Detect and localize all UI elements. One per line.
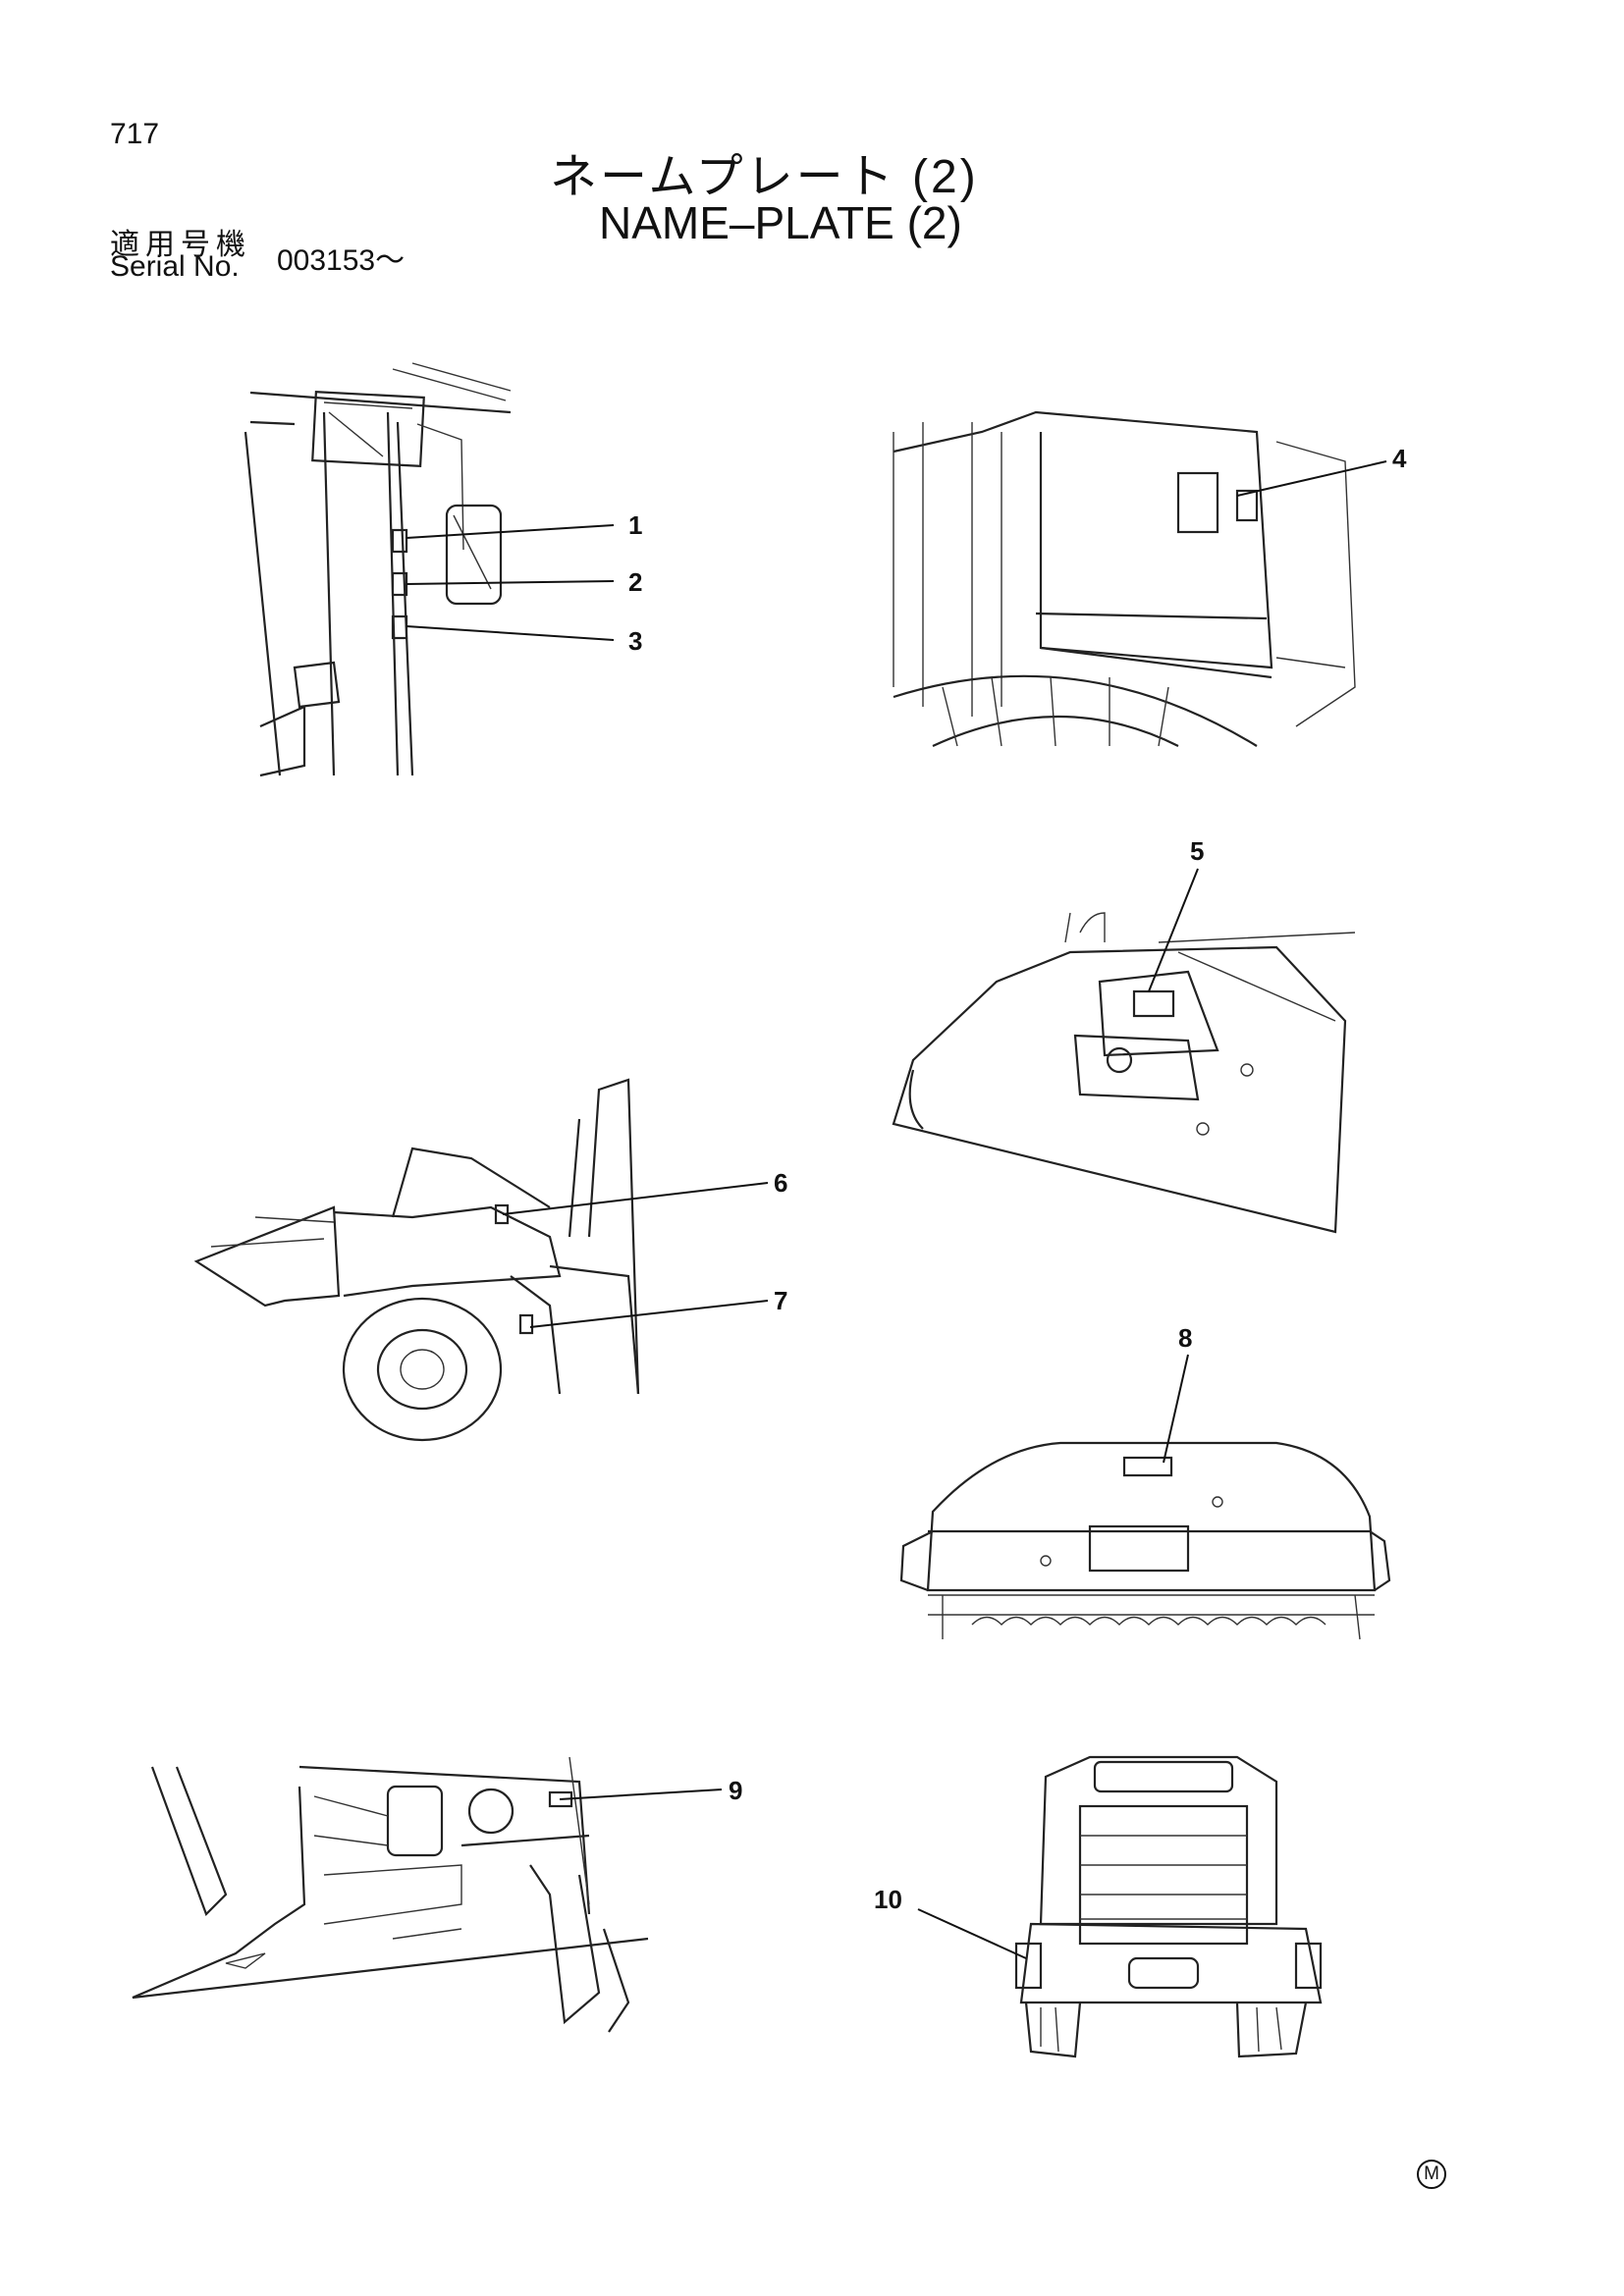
figure-rear-hood: [899, 1441, 1391, 1640]
serial-label-en: Serial No.: [110, 250, 240, 283]
callout-5: 5: [1190, 836, 1204, 866]
callout-6: 6: [774, 1168, 787, 1198]
callout-leader-8: [1163, 1354, 1189, 1464]
callout-10: 10: [874, 1885, 902, 1914]
figure-step-side: [132, 1756, 649, 2033]
figure-loader-side: [193, 1078, 640, 1442]
page-title-jp: ネームプレート (2): [550, 151, 979, 203]
callout-3: 3: [628, 626, 642, 656]
callout-1: 1: [628, 510, 642, 540]
callout-leader-9: [559, 1789, 723, 1800]
callout-2: 2: [628, 567, 642, 597]
figure-side-panel: [893, 410, 1356, 747]
figure-rear-view: [1014, 1755, 1323, 2058]
callout-7: 7: [774, 1286, 787, 1315]
serial-value: 003153～: [277, 244, 406, 277]
callout-leader-10: [917, 1908, 1027, 1959]
callout-leaders-6-7: [502, 1182, 769, 1328]
page-title-en: NAME–PLATE (2): [599, 197, 962, 248]
serial-label-jp: 適用号機: [110, 229, 251, 261]
callout-leader-5: [1148, 868, 1199, 992]
callout-4: 4: [1392, 444, 1407, 473]
manual-mark-icon: M: [1417, 2160, 1446, 2189]
figure-top-cover: [892, 912, 1356, 1234]
callout-9: 9: [729, 1776, 742, 1805]
callout-leader-4: [1236, 460, 1387, 497]
figure-cab-pillar: [244, 362, 512, 777]
page-number: 717: [110, 118, 160, 150]
callout-leaders-1-3: [406, 524, 615, 641]
callout-8: 8: [1178, 1323, 1192, 1353]
